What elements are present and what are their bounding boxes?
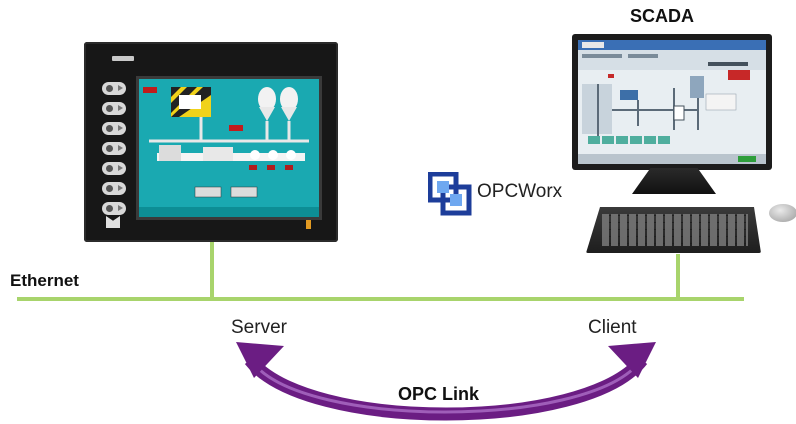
mouse-icon: [769, 204, 796, 222]
hmi-key: [102, 142, 126, 155]
scada-screen: [578, 40, 766, 164]
client-label: Client: [588, 317, 637, 338]
opcworx-logo-icon: [428, 172, 472, 216]
scada-screen-graphic: [578, 40, 766, 164]
opc-link-label: OPC Link: [398, 384, 480, 404]
double-headed-arrow-icon: [236, 342, 656, 421]
ethernet-label: Ethernet: [10, 271, 79, 290]
hmi-key: [102, 202, 126, 215]
hmi-process-graphic: [139, 79, 319, 217]
hmi-drop-line: [210, 242, 214, 299]
hmi-logo-icon: [106, 216, 120, 228]
keyboard-icon: [586, 207, 761, 253]
hmi-key: [102, 102, 126, 115]
computer-monitor-icon: [572, 34, 772, 170]
hmi-brand-mark: [112, 56, 134, 61]
hmi-key: [102, 122, 126, 135]
monitor-stand: [632, 168, 716, 194]
hmi-screen: [136, 76, 322, 220]
ethernet-bus-line: [17, 297, 744, 301]
hmi-key: [102, 182, 126, 195]
hmi-key: [102, 82, 126, 95]
hmi-panel-icon: [84, 42, 338, 242]
opcworx-logo-text: OPCWorx: [477, 181, 563, 202]
scada-drop-line: [676, 254, 680, 299]
hmi-led-icon: [306, 220, 311, 229]
hmi-key: [102, 162, 126, 175]
server-label: Server: [231, 317, 287, 338]
scada-title: SCADA: [630, 6, 695, 26]
